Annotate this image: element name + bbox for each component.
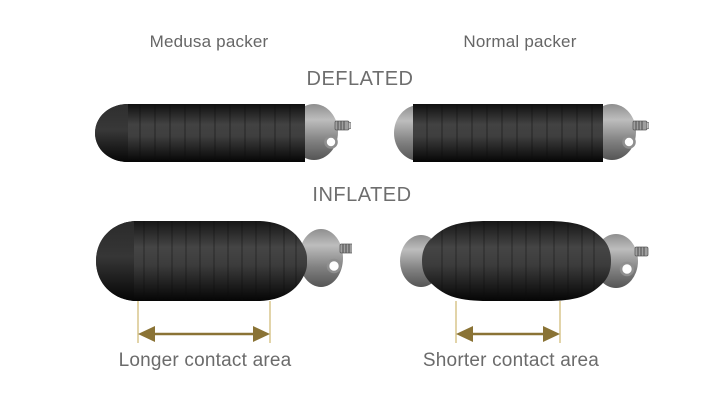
medusa-packer-inflated-illustration bbox=[94, 220, 352, 302]
packer-body bbox=[422, 221, 611, 301]
longer-contact-area-label: Longer contact area bbox=[118, 350, 292, 371]
inflation-valve bbox=[632, 120, 649, 131]
shorter-contact-area-label: Shorter contact area bbox=[422, 350, 600, 371]
guide-lines bbox=[455, 301, 561, 343]
state-label-deflated: DEFLATED bbox=[306, 68, 414, 90]
normal-packer-inflated-illustration bbox=[396, 220, 654, 302]
pull-ring bbox=[622, 135, 636, 149]
inflation-valve bbox=[334, 120, 351, 131]
contact-area-measure-left bbox=[136, 301, 272, 343]
packer-body bbox=[413, 104, 603, 162]
double-arrow-icon bbox=[456, 326, 560, 342]
medusa-packer-deflated-illustration bbox=[95, 104, 351, 162]
state-label-inflated: INFLATED bbox=[312, 184, 412, 206]
contact-area-measure-right bbox=[454, 301, 562, 343]
packer-body bbox=[96, 221, 307, 301]
column-title-medusa: Medusa packer bbox=[149, 32, 269, 51]
double-arrow-icon bbox=[138, 326, 270, 342]
guide-lines bbox=[137, 301, 271, 343]
inflation-valve bbox=[339, 243, 352, 254]
column-title-normal: Normal packer bbox=[463, 32, 577, 51]
pull-ring bbox=[326, 258, 342, 274]
pull-ring bbox=[324, 135, 338, 149]
pull-ring bbox=[619, 261, 635, 277]
inflation-valve bbox=[634, 246, 649, 257]
normal-packer-deflated-illustration bbox=[393, 104, 649, 162]
packer-body bbox=[95, 104, 305, 162]
